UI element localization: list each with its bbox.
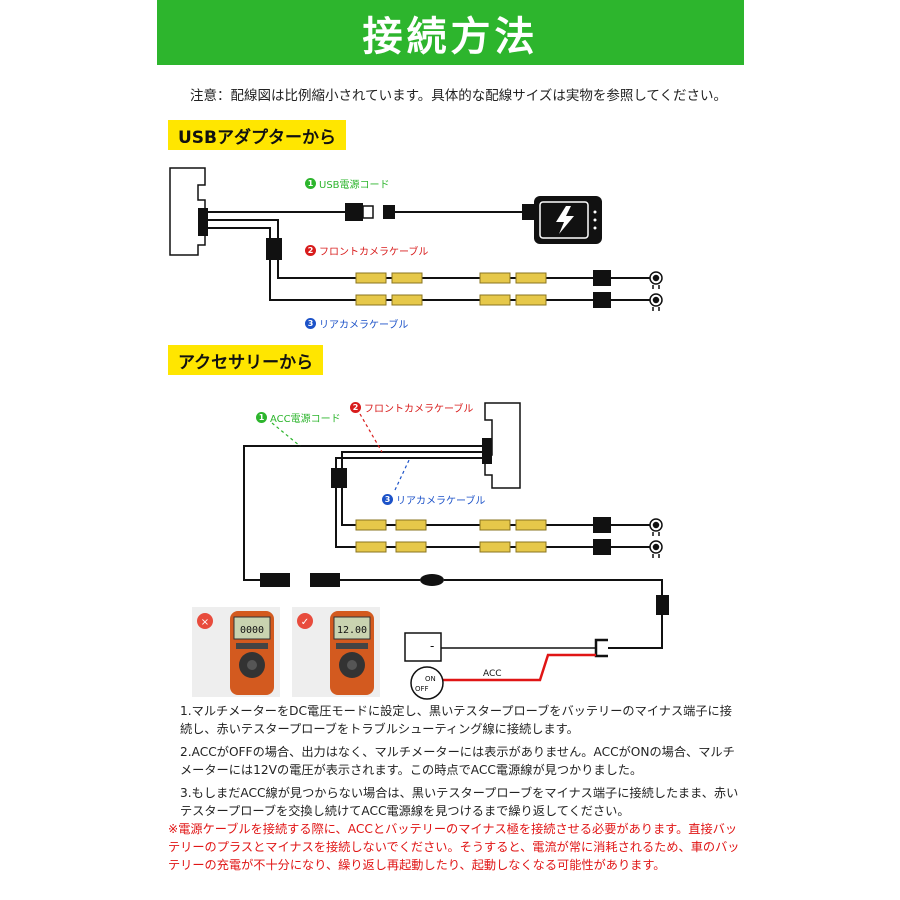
- rear-connector: [593, 292, 611, 308]
- section-acc-heading: アクセサリーから: [168, 345, 324, 375]
- battery-box: [404, 632, 442, 662]
- usb-plug: [345, 203, 363, 221]
- battery-minus: -: [430, 639, 434, 653]
- svg-text:12.00: 12.00: [337, 625, 367, 636]
- svg-text:0000: 0000: [240, 625, 264, 636]
- acc-cable-segments: [355, 519, 547, 553]
- step-3: 3.もしまだACC線が見つからない場合は、黒いテスタープローブをマイナス端子に接…: [180, 786, 739, 818]
- svg-text:×: ×: [201, 617, 209, 628]
- label-usb-cord: 1 USB電源コード: [305, 176, 390, 191]
- dashcam-port: [198, 208, 208, 236]
- label-rear-cable-2: 3 リアカメラケーブル: [382, 492, 485, 507]
- lightning-icon: [556, 206, 574, 234]
- dashcam-unit: [169, 167, 206, 256]
- acc-wiring: [243, 402, 669, 700]
- multimeter-correct: ✓ 12.00: [292, 607, 380, 697]
- switch-off: OFF: [415, 685, 429, 693]
- step-1: 1.マルチメーターをDC電圧モードに設定し、黒いテスタープローブをバッテリーのマ…: [180, 704, 732, 736]
- label-front-cable: 2 フロントカメラケーブル: [305, 243, 428, 258]
- acc-text: ACC: [483, 669, 502, 679]
- front-connector: [593, 270, 611, 286]
- title-banner: 接続方法: [157, 0, 744, 65]
- usb-cable-segments: [355, 272, 547, 306]
- pointer-lines: [271, 413, 411, 491]
- label-acc-cord: 1 ACC電源コード: [256, 410, 341, 425]
- page-title: 接続方法: [362, 13, 539, 60]
- cable-junction: [266, 238, 282, 260]
- switch-on: ON: [425, 675, 436, 683]
- step-2: 2.ACCがOFFの場合、出力はなく、マルチメーターには表示がありません。ACC…: [180, 745, 735, 777]
- section-usb-heading: USBアダプターから: [168, 120, 347, 150]
- check-badge-icon: [297, 613, 313, 629]
- svg-text:✓: ✓: [301, 617, 309, 628]
- wrong-badge-icon: [197, 613, 213, 629]
- usb-socket: [383, 205, 395, 219]
- warning-text: ※電源ケーブルを接続する際に、ACCとバッテリーのマイナス極を接続させる必要があ…: [168, 822, 740, 872]
- usb-wiring: [169, 167, 655, 308]
- fuse-holder: [420, 574, 444, 586]
- label-front-cable-2: 2 フロントカメラケーブル: [350, 400, 473, 415]
- instruction-steps: 1.マルチメーターをDC電圧モードに設定し、黒いテスタープローブをバッテリーのマ…: [180, 702, 740, 825]
- label-rear-cable: 3 リアカメラケーブル: [305, 316, 408, 331]
- scale-note: 注意：配線図は比例縮小されています。具体的な配線サイズは実物を参照してください。: [190, 88, 728, 104]
- dashcam-unit-2: [484, 402, 521, 489]
- usb-cameras: [649, 271, 663, 311]
- ignition-switch: [410, 666, 444, 700]
- acc-cameras: [649, 518, 663, 558]
- multimeter-wrong: × 0000: [192, 607, 280, 697]
- acc-terminal: [594, 638, 608, 658]
